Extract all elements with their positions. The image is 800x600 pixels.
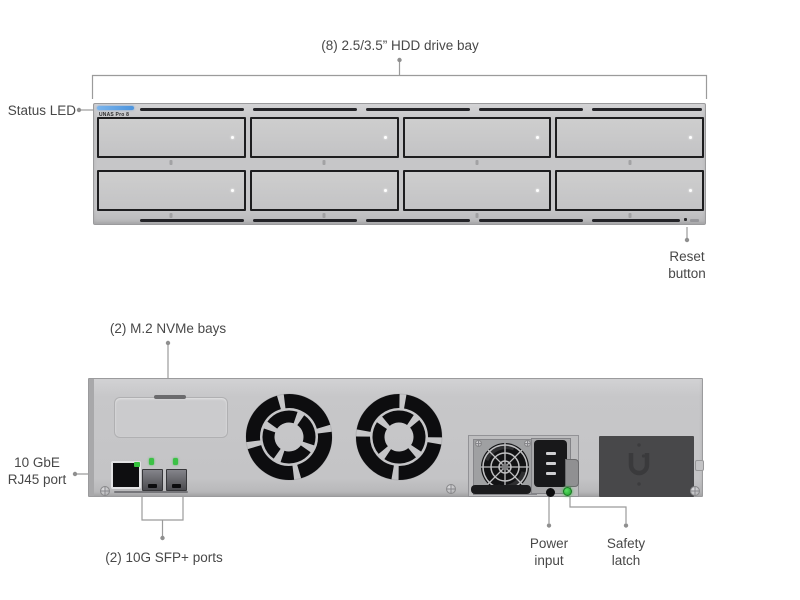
bay-number-mark xyxy=(169,213,173,218)
device-label: UNAS Pro 8 xyxy=(99,112,130,118)
inlet-pin xyxy=(546,452,556,455)
sfp-slot xyxy=(148,484,157,488)
screw-icon xyxy=(690,486,700,496)
drive-bay-3 xyxy=(402,117,552,165)
fan-grille-icon xyxy=(355,393,443,481)
sfp-led xyxy=(149,458,154,465)
vent-slot xyxy=(479,219,583,222)
vent-slot xyxy=(592,219,680,222)
bay-led xyxy=(383,135,387,139)
safety-latch xyxy=(565,459,579,487)
power-inlet xyxy=(534,440,567,487)
callout-status-led: Status LED xyxy=(7,103,76,118)
rj45-link-led xyxy=(134,462,140,467)
inlet-pin xyxy=(546,462,556,465)
vent-slot xyxy=(366,219,470,222)
callout-nvme-bays: (2) M.2 NVMe bays xyxy=(109,321,227,336)
callout-reset-button: Reset button xyxy=(668,249,706,281)
nvme-cover-handle xyxy=(154,395,186,399)
bay-led xyxy=(536,135,540,139)
vent-slot xyxy=(140,108,244,111)
rear-edge-strip xyxy=(89,379,94,496)
fan-right xyxy=(351,389,447,485)
rj45-port xyxy=(111,461,141,489)
reset-button xyxy=(684,218,687,221)
drive-bay-1 xyxy=(97,117,246,165)
blank-psu-panel xyxy=(599,436,694,497)
bay-number-mark xyxy=(475,213,479,218)
drive-bay-grid xyxy=(97,117,704,218)
inlet-pin xyxy=(546,472,556,475)
bay-led xyxy=(536,188,540,192)
screw-icon xyxy=(100,486,110,496)
screw-icon xyxy=(446,484,456,494)
rear-panel xyxy=(88,378,704,497)
bay-number-mark xyxy=(169,160,173,165)
drive-bay-5 xyxy=(97,170,246,218)
callout-line-safety xyxy=(569,497,629,528)
vent-slot xyxy=(592,108,702,111)
bay-led xyxy=(689,135,692,139)
screw-icon xyxy=(524,440,531,447)
fan-grille-icon xyxy=(245,393,333,481)
drive-bay-4 xyxy=(555,117,704,165)
psu-handle xyxy=(471,485,531,494)
screw-icon xyxy=(475,440,482,447)
sfp-port-1 xyxy=(142,469,163,491)
drive-bay-7 xyxy=(402,170,552,218)
bay-led xyxy=(230,135,234,139)
callout-line-status-led xyxy=(76,107,93,113)
vent-slot xyxy=(253,108,357,111)
callout-power-input: Power input xyxy=(529,536,569,568)
fan-left xyxy=(241,389,337,485)
psu-button xyxy=(546,488,555,497)
drive-bay-8 xyxy=(555,170,704,218)
power-supply-unit xyxy=(468,435,579,497)
front-panel: UNAS Pro 8 xyxy=(93,103,706,225)
reset-label-mark xyxy=(690,219,699,222)
bay-led xyxy=(689,188,692,192)
drive-bay-6 xyxy=(249,170,399,218)
rear-side-tab xyxy=(695,460,704,471)
callout-line-reset xyxy=(684,227,690,243)
nvme-bay-cover xyxy=(114,395,228,438)
bay-number-mark xyxy=(322,213,326,218)
vent-slot xyxy=(366,108,470,111)
vent-slot xyxy=(479,108,583,111)
status-led xyxy=(97,106,134,110)
port-shelf-edge xyxy=(114,491,188,493)
callout-line-hdd-bays xyxy=(91,57,708,99)
callout-safety-latch: Safety latch xyxy=(606,536,646,568)
vent-slot xyxy=(253,219,357,222)
callout-line-power xyxy=(546,494,552,528)
callout-hdd-bays: (8) 2.5/3.5” HDD drive bay xyxy=(321,38,479,53)
bay-led xyxy=(383,188,387,192)
bay-number-mark xyxy=(628,213,632,218)
drive-bay-2 xyxy=(249,117,399,165)
bay-led xyxy=(230,188,234,192)
ubiquiti-logo-icon xyxy=(628,443,650,486)
sfp-slot xyxy=(172,484,181,488)
sfp-port-2 xyxy=(166,469,187,491)
callout-rj45-port: 10 GbE RJ45 port xyxy=(7,455,67,487)
callout-line-sfp xyxy=(141,497,184,541)
callout-sfp-ports: (2) 10G SFP+ ports xyxy=(105,550,223,565)
bay-number-mark xyxy=(628,160,632,165)
bay-number-mark xyxy=(322,160,326,165)
psu-status-led xyxy=(563,487,572,496)
sfp-led xyxy=(173,458,178,465)
vent-slot xyxy=(140,219,244,222)
bay-number-mark xyxy=(475,160,479,165)
